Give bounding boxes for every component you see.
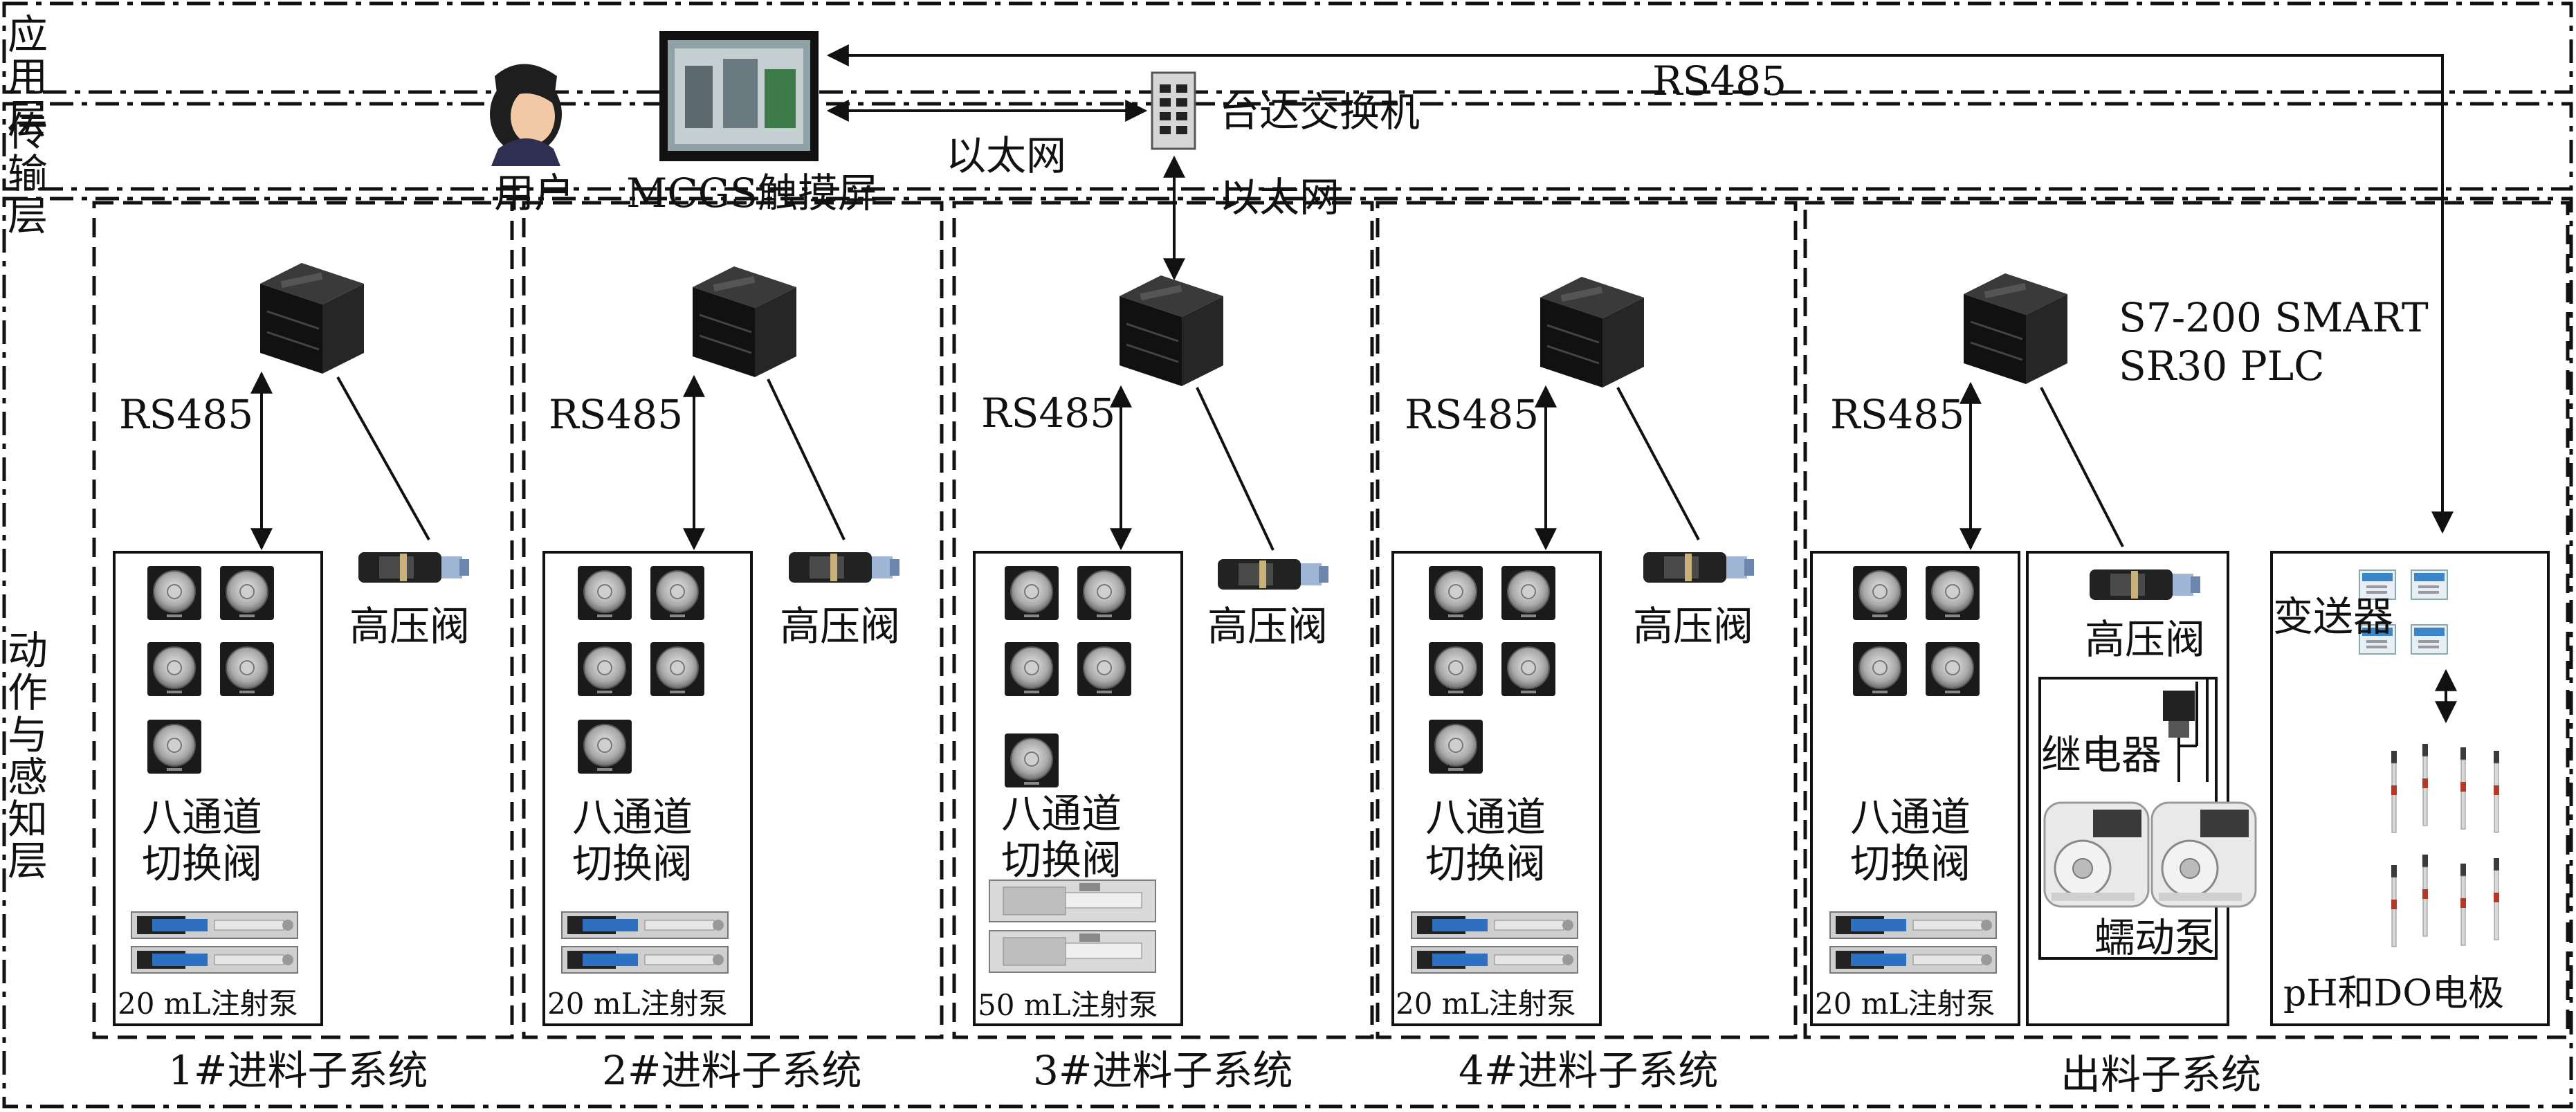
switch-label: 台达交换机 [1219,89,1421,136]
subsystem-name: 3#进料子系统 [1033,1047,1293,1094]
touchscreen-icon [659,31,819,161]
plc-icon [1118,274,1225,388]
hp-valve-icon [2090,569,2200,600]
syringe-pump-50-icon [989,879,1156,973]
syringe-pump-icon [1411,911,1578,974]
relay-icon [2163,682,2198,782]
syringe-pump-label: 20 mL注射泵 [118,987,298,1021]
ethernet-label: 以太网 [946,132,1067,179]
syringe-pump-label: 20 mL注射泵 [547,987,728,1021]
rs485-label: RS485 [1830,391,1965,438]
syringe-pump-label: 20 mL注射泵 [1815,987,1995,1021]
hp-valve-icon [789,552,899,583]
hp-valve-label: 高压阀 [1207,603,1328,650]
electrode-icon [2391,743,2500,947]
transmitter-label: 变送器 [2273,593,2394,640]
peristaltic-pump-label: 蠕动泵 [2094,914,2216,961]
plc-model-label: S7-200 SMART [2119,294,2429,341]
hp-valve-icon [358,552,469,583]
plc-icon [1962,272,2069,385]
syringe-pump-icon [1829,911,1997,974]
switch-icon [1151,71,1196,150]
rs485-label: RS485 [549,391,684,438]
rs485-label: RS485 [1405,391,1540,438]
hp-valve-icon [1643,552,1754,583]
hp-valve-label: 高压阀 [1633,603,1754,650]
syringe-pump-label: 50 mL注射泵 [978,988,1158,1022]
touchscreen-label: MCGS触摸屏 [626,170,878,217]
rs485-label: RS485 [1652,57,1787,104]
user-label: 用户 [494,170,575,217]
hp-valve-label: 高压阀 [2085,616,2206,663]
subsystem-1-frame [92,201,514,1039]
valve-group-2 [577,565,705,774]
switch-valve-label: 八通道切换阀 [1425,794,1546,888]
subsystem-name: 出料子系统 [2061,1051,2262,1098]
hp-valve-icon [1218,559,1328,590]
rs485-label: RS485 [119,391,254,438]
syringe-pump-icon [131,911,298,974]
ethernet-label: 以太网 [1219,174,1340,221]
hp-valve-label: 高压阀 [780,603,901,650]
rs485-label: RS485 [981,390,1116,437]
subsystem-name: 4#进料子系统 [1459,1047,1719,1094]
valve-group-1 [147,565,275,774]
switch-valve-label: 八通道切换阀 [1850,794,1971,888]
application-layer-frame [2,1,2573,94]
switch-valve-label: 八通道切换阀 [142,794,263,888]
subsystem-2-frame [522,201,944,1039]
plc-icon [691,265,798,379]
valve-group-4 [1428,565,1556,774]
relay-label: 继电器 [2041,731,2162,778]
application-layer-label: 应用层 [7,11,48,143]
electrode-label: pH和DO电极 [2283,973,2504,1014]
user-icon [490,64,562,166]
subsystem-name: 1#进料子系统 [168,1047,428,1094]
peristaltic-pump-icon [2043,801,2257,908]
plc-model-label: SR30 PLC [2119,343,2325,390]
plc-icon [259,262,365,375]
subsystem-name: 2#进料子系统 [602,1047,862,1094]
hp-valve-label: 高压阀 [349,603,471,650]
switch-valve-label: 八通道切换阀 [572,794,693,888]
syringe-pump-icon [561,911,729,974]
plc-icon [1539,275,1645,389]
actuation-layer-label: 动作与感知层 [7,627,48,885]
syringe-pump-label: 20 mL注射泵 [1396,987,1576,1021]
valve-group-3 [1004,565,1132,788]
transmission-layer-label: 传输层 [7,108,48,239]
switch-valve-label: 八通道切换阀 [1001,790,1122,884]
valve-group-5 [1852,565,1980,697]
